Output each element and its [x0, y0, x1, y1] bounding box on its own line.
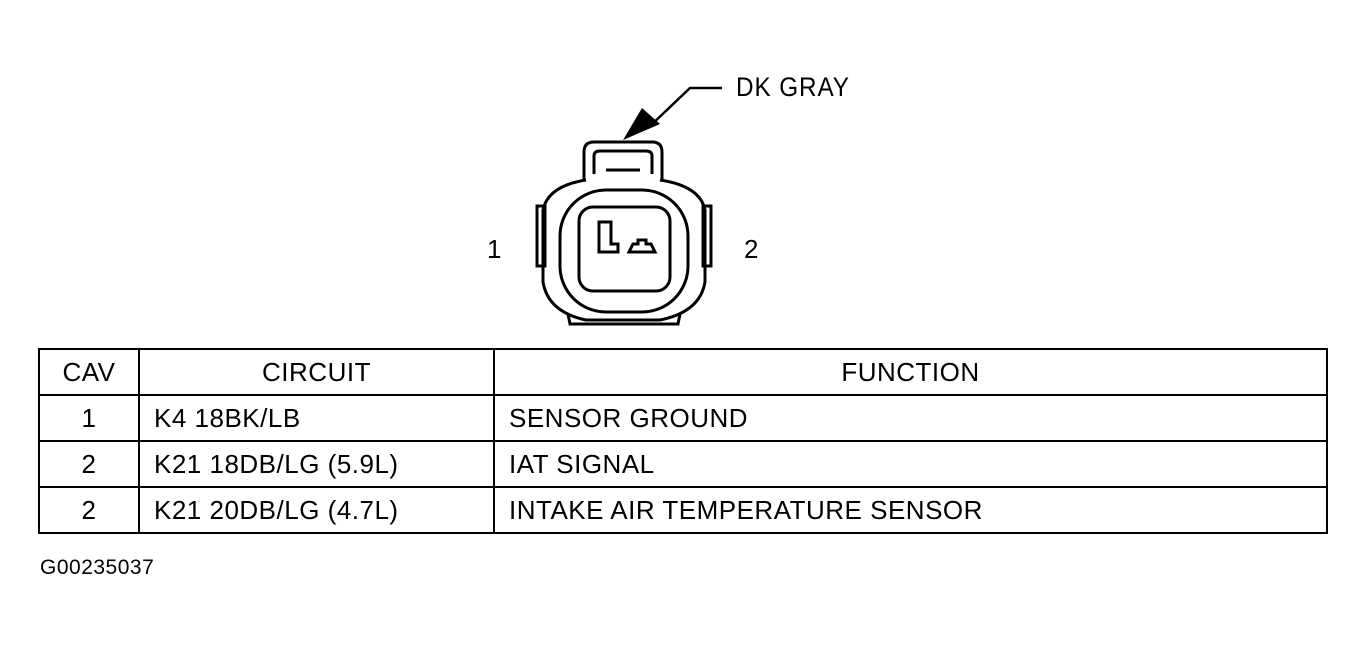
- two-cavity-connector-face-icon: [535, 140, 713, 326]
- header-function: FUNCTION: [493, 348, 1328, 396]
- cell-circuit: K21 18DB/LG (5.9L): [138, 440, 495, 488]
- cell-function: INTAKE AIR TEMPERATURE SENSOR: [493, 486, 1328, 534]
- pinout-table: CAV CIRCUIT FUNCTION 1 K4 18BK/LB SENSOR…: [38, 348, 1328, 534]
- callout-arrow-icon: [623, 86, 722, 140]
- header-cav: CAV: [38, 348, 140, 396]
- cell-cav: 2: [38, 486, 140, 534]
- pin-label-2: 2: [744, 234, 759, 264]
- pin-label-1: 1: [487, 234, 502, 264]
- figure-id: G00235037: [40, 556, 155, 579]
- cell-function: SENSOR GROUND: [493, 394, 1328, 442]
- table-row: 1 K4 18BK/LB SENSOR GROUND: [38, 394, 1328, 442]
- cell-circuit: K4 18BK/LB: [138, 394, 495, 442]
- table-row: 2 K21 20DB/LG (4.7L) INTAKE AIR TEMPERAT…: [38, 486, 1328, 534]
- cell-cav: 2: [38, 440, 140, 488]
- header-circuit: CIRCUIT: [138, 348, 495, 396]
- cell-cav: 1: [38, 394, 140, 442]
- table-row: 2 K21 18DB/LG (5.9L) IAT SIGNAL: [38, 440, 1328, 488]
- connector-diagram: [535, 86, 722, 326]
- connector-color-label: DK GRAY: [736, 72, 850, 102]
- cell-circuit: K21 20DB/LG (4.7L): [138, 486, 495, 534]
- table-header-row: CAV CIRCUIT FUNCTION: [38, 348, 1328, 396]
- cell-function: IAT SIGNAL: [493, 440, 1328, 488]
